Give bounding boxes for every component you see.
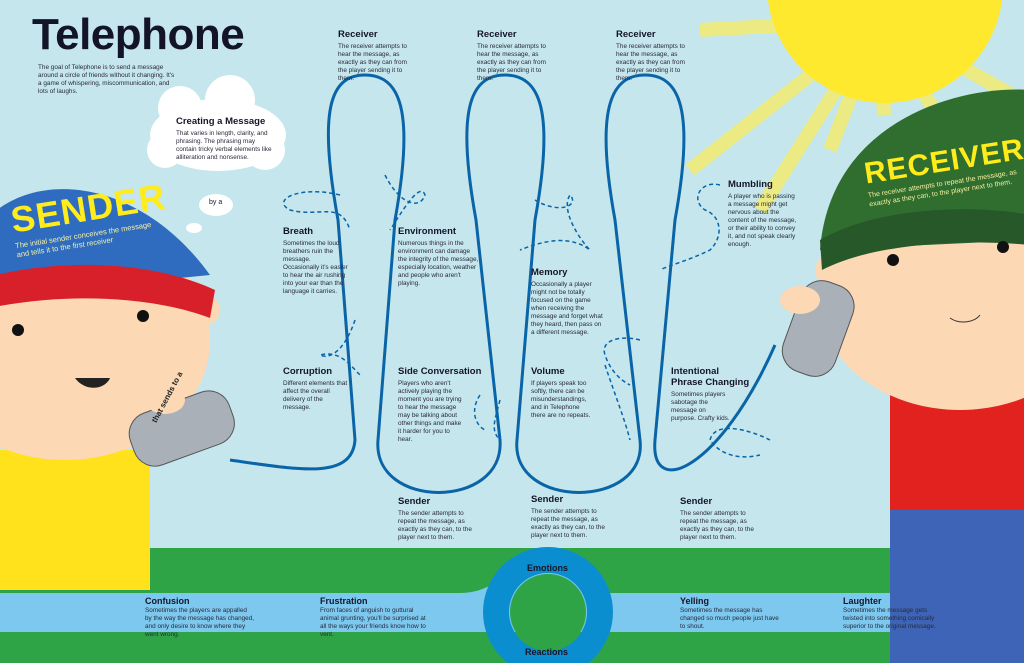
body: Sometimes the message has changed so muc… <box>680 607 779 630</box>
receiver-character <box>780 89 1024 663</box>
emotions-reactions-ring <box>483 547 613 663</box>
body: A player who is passing a message might … <box>728 193 797 248</box>
heading: Volume <box>531 366 565 377</box>
heading: Mumbling <box>728 179 773 190</box>
body: Sometimes the loud breathers ruin the me… <box>283 240 348 295</box>
page-title: Telephone <box>32 10 245 59</box>
body: Sometimes players sabotage the message o… <box>671 391 730 422</box>
heading: Laughter <box>843 596 882 606</box>
heading: Frustration <box>320 596 368 606</box>
heading: Confusion <box>145 596 190 606</box>
body: Sometimes the players are appalled by th… <box>145 607 255 638</box>
heading: Receiver <box>338 29 378 40</box>
heading: Corruption <box>283 366 333 377</box>
heading: Breath <box>283 226 314 237</box>
speech-bubble-text: by a <box>209 199 223 206</box>
heading: Receiver <box>477 29 517 40</box>
body: That varies in length, clarity, and phra… <box>176 130 272 161</box>
body: From faces of anguish to guttural animal… <box>320 607 426 638</box>
sender-character <box>0 189 235 590</box>
body: The receiver attempts to hear the messag… <box>338 43 407 82</box>
heading: Receiver <box>616 29 656 40</box>
telephone-string <box>229 73 777 494</box>
ring-label-reactions: Reactions <box>525 647 569 657</box>
heading: Yelling <box>680 596 710 606</box>
body: Occasionally a player might not be total… <box>531 281 603 336</box>
obstacle-volume: Volume If players speak too softly, there… <box>531 366 593 420</box>
heading: Memory <box>531 267 568 278</box>
body: The sender attempts to repeat the messag… <box>531 508 605 539</box>
body: The sender attempts to repeat the messag… <box>680 510 754 541</box>
heading: Sender <box>531 494 564 505</box>
heading: Intentional Phrase Changing <box>671 366 750 388</box>
heading: Environment <box>398 226 457 237</box>
sun <box>685 0 1024 214</box>
body: Players who aren't actively playing the … <box>398 380 462 443</box>
body: The receiver attempts to hear the messag… <box>477 43 546 82</box>
thought-cloud <box>147 75 286 233</box>
body: If players speak too softly, there can b… <box>531 380 591 419</box>
obstacle-mumbling: Mumbling A player who is passing a messag… <box>728 179 798 249</box>
heading: Sender <box>398 496 431 507</box>
intro-text: The goal of Telephone is to send a messa… <box>38 64 175 95</box>
heading: Side Conversation <box>398 366 482 377</box>
creating-message-card: Creating a Message That varies in length… <box>176 116 276 162</box>
body: Numerous things in the environment can d… <box>398 240 479 287</box>
ring-label-emotions: Emotions <box>527 563 569 573</box>
heading: Sender <box>680 496 713 507</box>
noise-squiggles <box>282 174 771 458</box>
body: Different elements that affect the overa… <box>283 380 348 411</box>
body: Sometimes the message gets twisted into … <box>843 607 936 630</box>
body: The receiver attempts to hear the messag… <box>616 43 685 82</box>
heading: Creating a Message <box>176 116 266 127</box>
body: The sender attempts to repeat the messag… <box>398 510 472 541</box>
